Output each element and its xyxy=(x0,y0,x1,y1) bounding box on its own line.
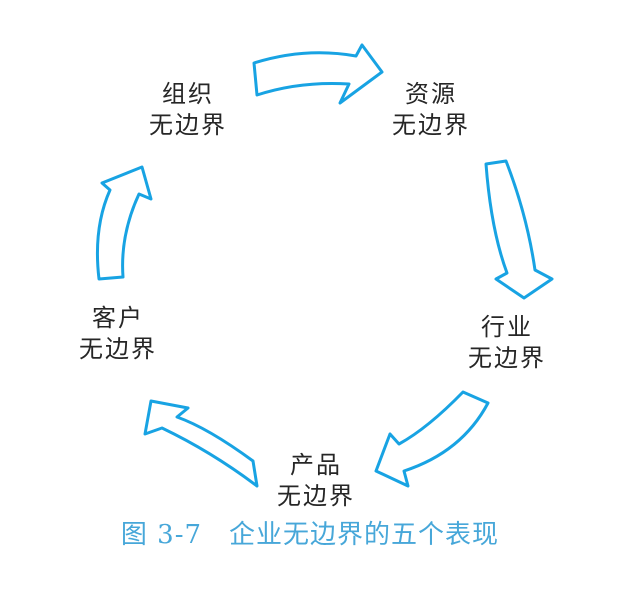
node-product-line1: 产品 xyxy=(290,451,342,479)
arrow-resource-to-industry-icon xyxy=(484,159,554,300)
node-resource-line2: 无边界 xyxy=(392,111,470,139)
node-customer-line1: 客户 xyxy=(92,304,144,332)
arrow-customer-to-organization-icon xyxy=(95,165,153,281)
node-organization-line1: 组织 xyxy=(162,80,214,108)
node-product: 产品 无边界 xyxy=(254,450,378,512)
node-product-line2: 无边界 xyxy=(277,482,355,510)
node-customer: 客户 无边界 xyxy=(56,303,180,365)
node-industry-line1: 行业 xyxy=(481,313,533,341)
node-resource-line1: 资源 xyxy=(405,80,457,108)
node-organization: 组织 无边界 xyxy=(126,79,250,141)
arrow-product-to-customer-icon xyxy=(143,399,259,488)
figure-caption: 图 3-7 企业无边界的五个表现 xyxy=(120,520,500,550)
arrow-organization-to-resource-icon xyxy=(252,43,384,105)
node-customer-line2: 无边界 xyxy=(79,335,157,363)
node-resource: 资源 无边界 xyxy=(369,79,493,141)
node-industry: 行业 无边界 xyxy=(445,312,569,374)
node-organization-line2: 无边界 xyxy=(149,111,227,139)
arrow-industry-to-product-icon xyxy=(374,390,490,488)
node-industry-line2: 无边界 xyxy=(468,344,546,372)
